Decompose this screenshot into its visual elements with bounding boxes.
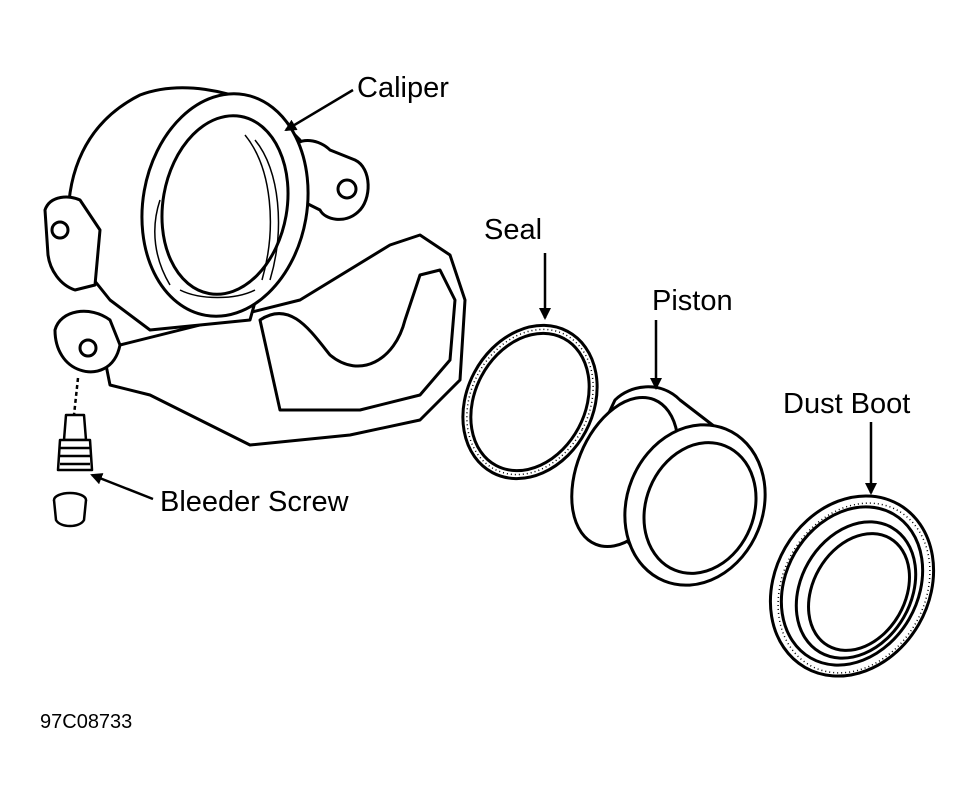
caliper-label: Caliper xyxy=(357,72,449,104)
dust-boot-part xyxy=(768,494,936,678)
seal-part xyxy=(461,323,599,481)
caliper-arrow xyxy=(284,88,354,132)
bleeder-screw-part xyxy=(56,377,94,472)
dust-boot-label: Dust Boot xyxy=(783,388,911,420)
bleeder-screw-label: Bleeder Screw xyxy=(160,486,349,518)
figure-code: 97C08733 xyxy=(40,711,133,733)
caliper-bore-threads xyxy=(154,134,280,299)
piston-part xyxy=(570,385,767,587)
caliper-body xyxy=(43,86,467,447)
bleeder-cap-part xyxy=(52,491,88,528)
caliper-holes xyxy=(50,178,358,358)
piston-label: Piston xyxy=(652,285,733,317)
bleeder-screw-arrow xyxy=(90,473,154,501)
seal-label: Seal xyxy=(484,214,543,246)
leader-arrows xyxy=(90,88,877,501)
